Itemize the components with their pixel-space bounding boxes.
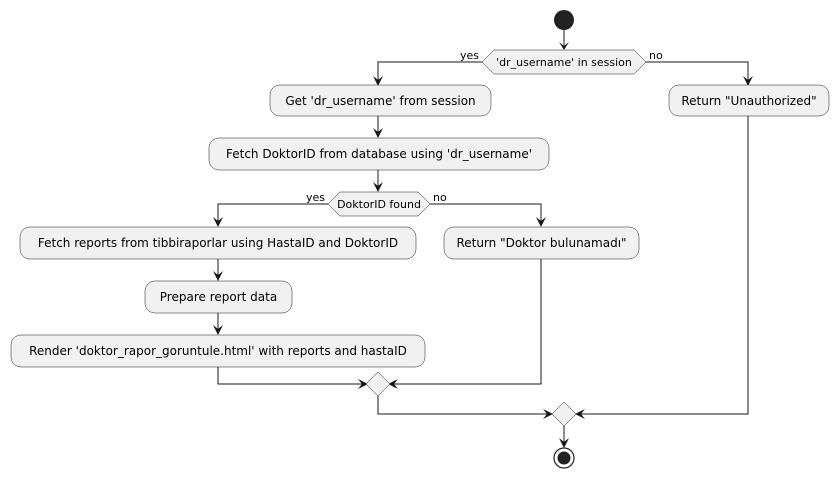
action-get-username: Get 'dr_username' from session <box>269 84 492 117</box>
action-fetch-doktor-id: Fetch DoktorID from database using 'dr_u… <box>208 137 550 171</box>
action-fetch-doktor-id-label: Fetch DoktorID from database using 'dr_u… <box>226 147 532 161</box>
action-return-doktor-not-found-label: Return "Doktor bulunamadı" <box>456 236 626 250</box>
condition-session-check: 'dr_username' in session <box>481 49 647 75</box>
condition-doktor-found-label: DoktorID found <box>337 198 421 211</box>
condition-session-label: 'dr_username' in session <box>496 56 632 69</box>
no-label-doktor: no <box>433 191 447 204</box>
action-get-username-label: Get 'dr_username' from session <box>285 94 475 108</box>
condition-doktor-found: DoktorID found <box>327 191 431 217</box>
start-node <box>554 10 574 30</box>
yes-label-doktor: yes <box>306 191 325 204</box>
merge-node-inner <box>365 371 391 397</box>
end-node <box>553 447 575 469</box>
merge-node-outer <box>551 401 577 427</box>
action-return-doktor-not-found: Return "Doktor bulunamadı" <box>443 226 640 260</box>
action-prepare-data: Prepare report data <box>144 280 293 314</box>
action-return-unauthorized: Return "Unauthorized" <box>668 84 830 117</box>
action-fetch-reports: Fetch reports from tibbiraporlar using H… <box>19 226 417 260</box>
action-return-unauthorized-label: Return "Unauthorized" <box>681 94 816 108</box>
action-fetch-reports-label: Fetch reports from tibbiraporlar using H… <box>38 236 398 250</box>
action-prepare-data-label: Prepare report data <box>160 290 277 304</box>
action-render-template-label: Render 'doktor_rapor_goruntule.html' wit… <box>29 344 407 358</box>
no-label-session: no <box>649 49 663 62</box>
edges <box>213 30 753 448</box>
action-render-template: Render 'doktor_rapor_goruntule.html' wit… <box>10 334 426 368</box>
yes-label-session: yes <box>460 49 479 62</box>
